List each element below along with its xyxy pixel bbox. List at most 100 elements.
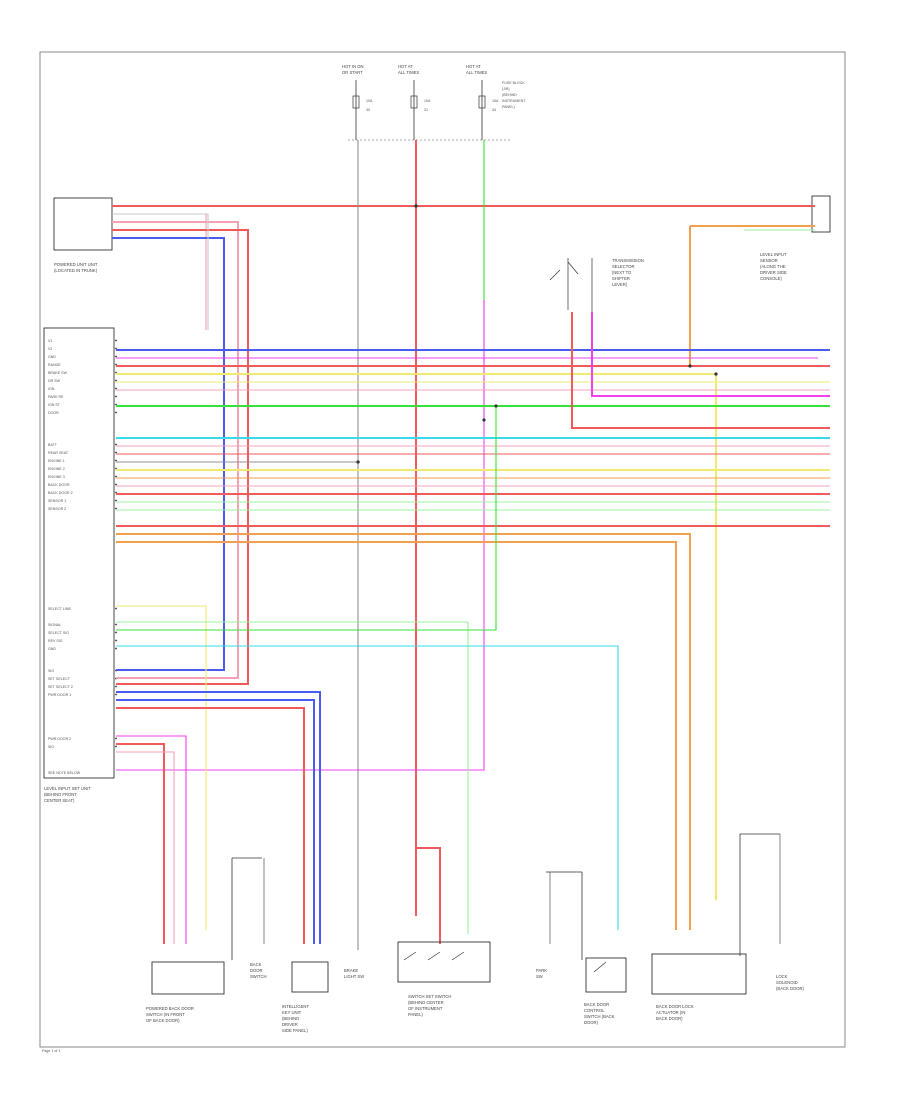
splice-dot: [714, 372, 718, 376]
svg-text:SIDE PANEL): SIDE PANEL): [282, 1028, 308, 1033]
svg-text:SELECTOR: SELECTOR: [612, 264, 635, 269]
right-top-module-label-1: LEVEL INPUT: [760, 252, 787, 257]
bottom-component-6: PARK SW: [536, 871, 583, 979]
fuse-icon: [410, 95, 418, 109]
wires: [112, 140, 830, 950]
svg-text:PANEL): PANEL): [408, 1012, 423, 1017]
bottom-component-3: INTELLIGENT KEY UNIT (BEHIND DRIVER SIDE…: [282, 961, 329, 1033]
yellow-wire: [116, 605, 207, 930]
fuse3-line2: ALL TIMES: [466, 70, 487, 75]
pin-label: PARK RE: [48, 395, 64, 399]
svg-text:PARK: PARK: [536, 968, 547, 973]
pin-dot: [115, 623, 117, 626]
fuse1-line2: OR START: [342, 70, 363, 75]
fuse3-line1: HOT AT: [466, 64, 481, 69]
svg-text:BACK: BACK: [250, 962, 262, 967]
main-module-caption-3: CENTER SEAT): [44, 798, 75, 803]
pin-dot: [115, 639, 117, 642]
red-wire: [112, 229, 249, 685]
pin-label: ENGINE 2: [48, 467, 65, 471]
bottom-component-2: BACK DOOR SWITCH: [231, 857, 267, 979]
fuse1-line1: HOT IN ON: [342, 64, 364, 69]
pin-dot: [115, 347, 117, 350]
pin-label: REV SIG: [48, 639, 63, 643]
orange-wire: [116, 541, 677, 930]
right-top-module-box: [811, 195, 831, 233]
svg-text:CONTROL: CONTROL: [584, 1008, 605, 1013]
svg-text:(NEXT TO: (NEXT TO: [612, 270, 632, 275]
pin-dot: [115, 411, 117, 414]
svg-text:BACK DOOR: BACK DOOR: [584, 1002, 609, 1007]
fuse-icon: [478, 95, 486, 109]
right-top-module-label-2: SENSOR: [760, 258, 778, 263]
svg-text:POWERED BACK DOOR: POWERED BACK DOOR: [146, 1006, 194, 1011]
fuse1-number: 30: [366, 108, 370, 112]
svg-text:(BACK DOOR): (BACK DOOR): [776, 986, 805, 991]
pin-label: RANGE: [48, 363, 61, 367]
pin-label: SENSOR 1: [48, 499, 66, 503]
pin-dot: [115, 443, 117, 446]
svg-text:DOOR: DOOR: [250, 968, 263, 973]
right-top-module-label-3: (ALONG THE: [760, 264, 786, 269]
blue-wire: [116, 691, 321, 944]
pin-label: ENGINE 1: [48, 459, 65, 463]
pin-dot: [115, 467, 117, 470]
splice-dot: [482, 418, 486, 422]
pin-dot: [115, 483, 117, 486]
pin-dot: [115, 395, 117, 398]
splice-dot: [414, 204, 418, 208]
pin-dot: [115, 403, 117, 406]
fuse2-line1: HOT AT: [398, 64, 413, 69]
blue-wire: [116, 699, 315, 944]
pin-dot: [115, 507, 117, 510]
pin-label: BACK DOOR 2: [48, 491, 73, 495]
svg-text:OF INSTRUMENT: OF INSTRUMENT: [408, 1006, 443, 1011]
diagram-frame: [39, 51, 846, 1048]
fuse-source-1: HOT IN ON OR START 10A 30: [342, 64, 373, 140]
pin-label: SELECT LINE: [48, 607, 72, 611]
pin-label: ENGINE 3: [48, 475, 65, 479]
bottom-component-5: SWITCH SET SWITCH (BEHIND CENTER OF INST…: [397, 941, 491, 1017]
pin-label: GND: [48, 647, 56, 651]
svg-text:INSTRUMENT: INSTRUMENT: [502, 99, 526, 103]
svg-text:(BEHIND CENTER: (BEHIND CENTER: [408, 1000, 444, 1005]
pin-label: IGN ST: [48, 403, 61, 407]
svg-text:OF BACK DOOR): OF BACK DOOR): [146, 1018, 180, 1023]
pin-label: SIG: [48, 745, 54, 749]
pin-dot: [115, 647, 117, 650]
pin-label: REAR SEAT: [48, 451, 69, 455]
pin-dot: [115, 339, 117, 342]
bottom-component-8: BACK DOOR LOCK ACTUATOR (IN BACK DOOR): [651, 953, 747, 1021]
magenta-wire: [116, 735, 187, 944]
splice-dot: [356, 460, 360, 464]
pin-label: SET SELECT 2: [48, 685, 73, 689]
pin-dot: [115, 631, 117, 634]
pin-dot: [115, 379, 117, 382]
svg-text:(J/B): (J/B): [502, 87, 510, 91]
pin-label: SET SELECT: [48, 677, 71, 681]
pin-dot: [115, 607, 117, 610]
pin-label: V1: [48, 339, 52, 343]
red-wire: [116, 743, 165, 944]
svg-text:SWITCH (IN FRONT: SWITCH (IN FRONT: [146, 1012, 185, 1017]
right-top-module-label-5: CONSOLE): [760, 276, 782, 281]
svg-text:LEVER): LEVER): [612, 282, 628, 287]
fuse-source-2: HOT AT ALL TIMES 10A 31: [398, 64, 431, 140]
fuse2-rating: 10A: [424, 99, 431, 103]
svg-text:LOCK: LOCK: [776, 974, 788, 979]
svg-text:SWITCH: SWITCH: [250, 974, 267, 979]
pin-label: IGN: [48, 387, 55, 391]
svg-text:SWITCH SET SWITCH: SWITCH SET SWITCH: [408, 994, 451, 999]
red-wire: [116, 707, 305, 944]
pink-wire: [112, 221, 239, 679]
fuse-block-label: FUSE BLOCK (J/B) (BEHIND INSTRUMENT PANE…: [502, 81, 526, 109]
pin-label: V2: [48, 347, 52, 351]
pin-label: DOOR: [48, 411, 59, 415]
pin-dot: [115, 745, 117, 748]
svg-text:DRIVER: DRIVER: [282, 1022, 298, 1027]
svg-text:BRAKE: BRAKE: [344, 968, 358, 973]
orange-wire: [116, 533, 691, 930]
magenta-wire: [591, 312, 830, 397]
pin-dot: [115, 685, 117, 688]
